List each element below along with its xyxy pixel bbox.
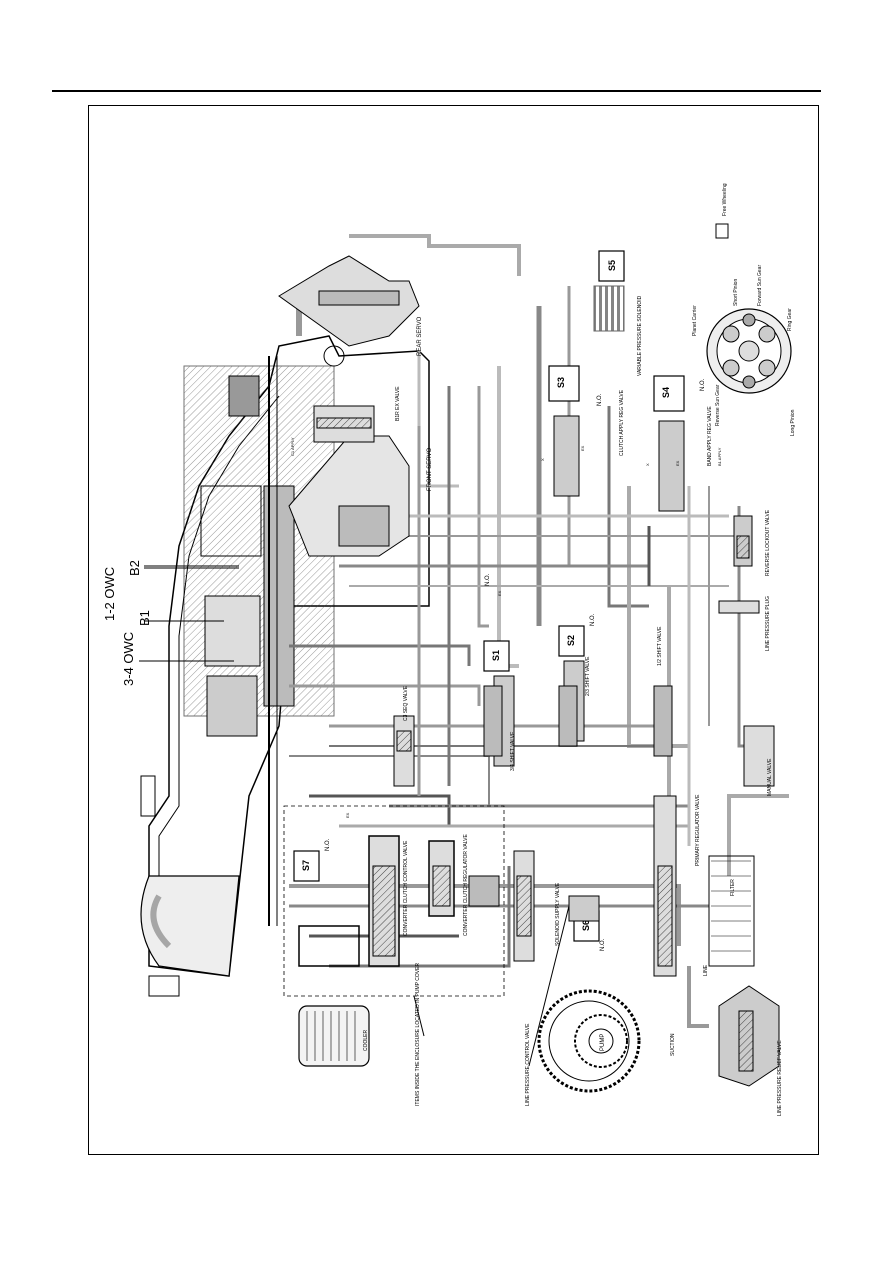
cc-control-label: CONVERTER CLUTCH CONTROL VALVE bbox=[403, 840, 409, 936]
rear-servo-label: REAR SERVO bbox=[417, 316, 423, 356]
diagram-frame: 3-4 OWC 1-2 OWC B1 B2 bbox=[88, 105, 819, 1155]
callout-b2: B2 bbox=[127, 560, 142, 576]
callout-34-owc: 3-4 OWC bbox=[121, 632, 136, 686]
filter: FILTER bbox=[708, 855, 755, 967]
ring-gear-label: Ring Gear bbox=[787, 308, 793, 331]
line-pressure-plug-label: LINE PRESSURE PLUG bbox=[765, 596, 771, 651]
enclosure-note: ITEMS INSIDE THE ENCLOSURE LOCATED IN PU… bbox=[283, 805, 505, 1106]
s5-label: S5 bbox=[607, 260, 617, 271]
shift-23-label: 2/3 SHIFT VALVE bbox=[585, 656, 591, 696]
planetary-legend: Free Wheeling Planet Carrier Short Pinio… bbox=[692, 183, 796, 436]
ex-markers: EX EX EX EX X X C1 APPLY B1 APPLY bbox=[290, 437, 722, 818]
lprv-label: LINE PRESSURE RELIEF VALVE bbox=[777, 1040, 783, 1116]
line-pressure-relief-valve: LINE PRESSURE RELIEF VALVE bbox=[718, 985, 783, 1116]
vps-label: VARIABLE PRESSURE SOLENOID bbox=[637, 295, 643, 376]
callout-12-owc: 1-2 OWC bbox=[102, 567, 117, 621]
x-marker: X bbox=[645, 463, 650, 466]
manual-valve: MANUAL VALVE bbox=[743, 725, 775, 796]
x-marker: X bbox=[540, 458, 545, 461]
front-servo-label: FRONT SERVO bbox=[427, 448, 433, 491]
shift-12-label: 1/2 SHIFT VALVE bbox=[657, 626, 663, 666]
b1-apply-marker: B1 APPLY bbox=[717, 447, 722, 466]
free-wheeling-label: Free Wheeling bbox=[722, 183, 728, 216]
b1r-ex-valve: B1R EX VALVE bbox=[313, 386, 401, 443]
b1r-ex-valve-label: B1R EX VALVE bbox=[395, 386, 401, 421]
s6-label: S6 bbox=[581, 920, 591, 931]
solenoid-s7: S7 N.O. bbox=[293, 838, 331, 882]
pump-label: PUMP bbox=[600, 1034, 606, 1051]
rear-servo: REAR SERVO bbox=[278, 255, 423, 367]
s1-label: S1 bbox=[491, 650, 501, 661]
line-label: LINE bbox=[703, 964, 709, 976]
pump: PUMP SUCTION LINE bbox=[537, 964, 709, 1093]
clutch-apply-reg-label: CLUTCH APPLY REG VALVE bbox=[619, 389, 625, 456]
shift-valves: 3/4 SHIFT VALVE 2/3 SHIFT VALVE 1/2 SHIF… bbox=[393, 626, 673, 787]
s2-no: N.O. bbox=[590, 613, 596, 626]
s3-no: N.O. bbox=[597, 393, 603, 406]
line-pressure-control-valve: LINE PRESSURE CONTROL VALVE bbox=[525, 895, 600, 1106]
front-servo: FRONT SERVO bbox=[288, 435, 433, 557]
lpcv-label: LINE PRESSURE CONTROL VALVE bbox=[525, 1023, 531, 1106]
owc-callouts: 3-4 OWC 1-2 OWC B1 B2 bbox=[102, 560, 239, 686]
solenoid-supply-valve: SOLENOID SUPPLY VALVE bbox=[513, 850, 561, 962]
solenoid-supply-label: SOLENOID SUPPLY VALVE bbox=[555, 882, 561, 946]
suction-label: SUCTION bbox=[670, 1033, 676, 1056]
ex-marker: EX bbox=[497, 590, 502, 596]
solenoid-s4: S4 N.O. BAND APPLY REG VALVE bbox=[653, 375, 713, 512]
manual-valve-label: MANUAL VALVE bbox=[767, 758, 773, 796]
s1-no: N.O. bbox=[485, 573, 491, 586]
short-pinion-label: Short Pinion bbox=[733, 279, 739, 306]
primary-regulator-valve: PRIMARY REGULATOR VALVE bbox=[653, 794, 701, 977]
forward-sun-gear-label: Forward Sun Gear bbox=[757, 265, 763, 306]
line-pressure-plug: LINE PRESSURE PLUG bbox=[718, 596, 771, 651]
solenoid-s3: S3 N.O. CLUTCH APPLY REG VALVE bbox=[548, 365, 625, 497]
planet-carrier-label: Planet Carrier bbox=[692, 305, 698, 336]
cooler: COOLER bbox=[298, 1005, 370, 1067]
callout-b1: B1 bbox=[137, 610, 152, 626]
s4-label: S4 bbox=[661, 387, 671, 398]
s7-label: S7 bbox=[301, 860, 311, 871]
header-rule bbox=[52, 90, 821, 92]
s4-no: N.O. bbox=[700, 378, 706, 391]
cooler-label: COOLER bbox=[363, 1029, 369, 1051]
shift-34-label: 3/4 SHIFT VALVE bbox=[510, 731, 516, 771]
seq-valve-label: C3 SEQ VALVE bbox=[403, 685, 409, 721]
hydraulic-schematic: 3-4 OWC 1-2 OWC B1 B2 bbox=[102, 183, 796, 1116]
cc-regulator-label: CONVERTER CLUTCH REGULATOR VALVE bbox=[463, 834, 469, 936]
s2-label: S2 bbox=[566, 635, 576, 646]
ex-marker: EX bbox=[345, 812, 350, 818]
ex-marker: EX bbox=[675, 460, 680, 466]
items-inside-label: ITEMS INSIDE THE ENCLOSURE LOCATED IN PU… bbox=[415, 963, 421, 1106]
free-wheeling-swatch bbox=[715, 223, 729, 239]
c1-apply-marker: C1 APPLY bbox=[290, 437, 295, 456]
reverse-lockout-label: REVERSE LOCKOUT VALVE bbox=[765, 509, 771, 576]
s7-no: N.O. bbox=[325, 838, 331, 851]
s3-label: S3 bbox=[556, 377, 566, 388]
reverse-lockout-valve: REVERSE LOCKOUT VALVE bbox=[733, 509, 771, 576]
filter-label: FILTER bbox=[730, 879, 736, 896]
long-pinion-label: Long Pinion bbox=[790, 409, 796, 436]
reverse-sun-gear-label: Reverse Sun Gear bbox=[715, 384, 721, 426]
band-apply-reg-label: BAND APPLY REG VALVE bbox=[707, 406, 713, 466]
solenoid-s5: S5 VARIABLE PRESSURE SOLENOID bbox=[593, 250, 643, 376]
s6-no: N.O. bbox=[600, 938, 606, 951]
ex-marker: EX bbox=[580, 445, 585, 451]
converter-clutch-valves: CONVERTER CLUTCH CONTROL VALVE CONVERTER… bbox=[298, 834, 500, 967]
primary-regulator-label: PRIMARY REGULATOR VALVE bbox=[695, 794, 701, 866]
